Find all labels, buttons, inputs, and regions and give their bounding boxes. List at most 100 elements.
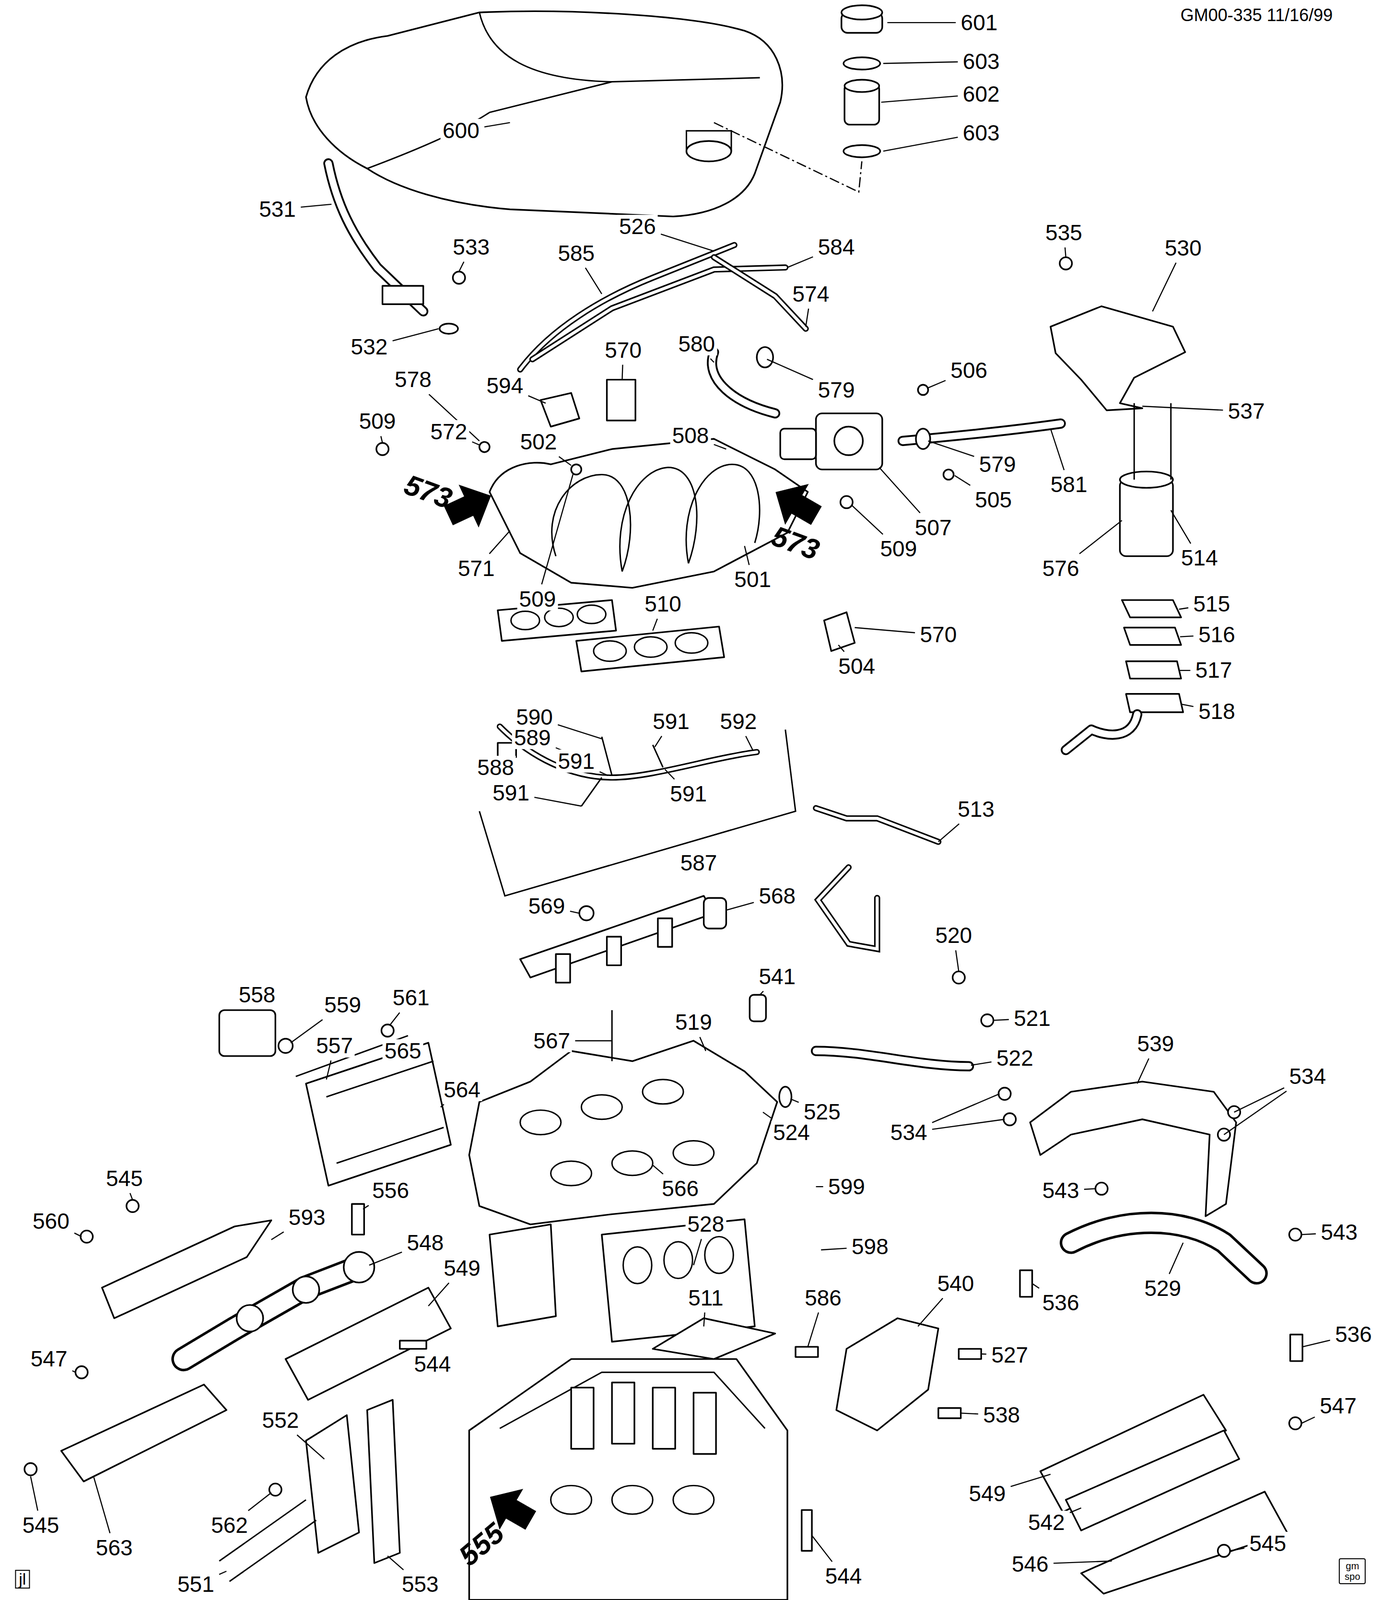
leader-line <box>1301 1416 1315 1423</box>
callout-number: 566 <box>659 1176 701 1200</box>
leader-line <box>1301 1233 1316 1235</box>
leader-line <box>928 380 946 388</box>
exhaust-manifold-left-part <box>102 1219 272 1318</box>
label-anchor: 581 <box>1048 472 1090 496</box>
callout-number: 602 <box>960 82 1002 106</box>
callout-number: 526 <box>617 214 658 238</box>
label-anchor: 603 <box>960 49 1002 73</box>
callout-number: 534 <box>1287 1064 1328 1088</box>
label-anchor: 540 <box>935 1271 977 1295</box>
leader-line <box>621 364 623 380</box>
leader-line <box>713 444 727 450</box>
dipstick-tube <box>328 163 466 334</box>
callout-number: 579 <box>816 377 857 401</box>
leader-line <box>93 1476 111 1533</box>
gasket-set-part <box>704 1236 734 1274</box>
callout-number: 541 <box>756 964 798 988</box>
leader-line <box>1032 1283 1040 1288</box>
callout-number: 508 <box>670 423 712 447</box>
callout-number: 561 <box>390 985 432 1009</box>
callout-number: 517 <box>1193 658 1235 682</box>
fuel-lines-part <box>952 971 966 984</box>
engine-cover-part <box>479 12 761 82</box>
label-anchor: 593 <box>286 1205 328 1229</box>
callout-number: 590 <box>514 705 555 729</box>
egr-valve <box>1065 403 1184 750</box>
exhaust-manifold-left-part <box>24 1462 37 1476</box>
manifold-gasket-part <box>511 610 540 630</box>
callout-number: 501 <box>732 567 773 591</box>
label-anchor: 509 <box>517 586 559 610</box>
label-anchor: 543 <box>1040 1178 1082 1202</box>
coolant-outlet-part <box>816 1050 970 1066</box>
upper-intake-manifold-part <box>540 392 580 427</box>
label-anchor: 561 <box>390 985 432 1009</box>
callout-number: 552 <box>260 1408 302 1432</box>
oil-fill-cap-part <box>843 144 881 158</box>
label-anchor: 530 <box>1162 236 1204 260</box>
throttle-body-part <box>816 413 883 470</box>
leader-line <box>955 949 959 972</box>
upper-intake-manifold-part <box>376 443 389 456</box>
leader-line <box>248 1492 272 1511</box>
label-anchor: 548 <box>405 1230 446 1254</box>
callout-number: 551 <box>175 1572 217 1596</box>
label-anchor: 549 <box>967 1481 1008 1505</box>
coolant-outlet-part <box>779 1086 792 1108</box>
callout-number: 559 <box>322 993 363 1017</box>
label-anchor: 586 <box>802 1285 844 1309</box>
leader-line <box>1079 520 1123 554</box>
fuel-rail-part <box>555 953 571 983</box>
egr-valve-part <box>1065 713 1138 750</box>
label-anchor: 549 <box>441 1256 483 1280</box>
intake-plenum-part <box>219 1009 276 1056</box>
leader-line <box>993 1019 1009 1021</box>
intake-plenum-part <box>381 1024 395 1037</box>
engine-cover-part <box>367 81 612 169</box>
leader-line <box>960 1412 979 1414</box>
egr-valve-part <box>1122 599 1182 618</box>
label-anchor: 534 <box>888 1120 930 1144</box>
dipstick-tube-part <box>328 163 424 312</box>
leader-line <box>1050 428 1065 470</box>
callout-number: 563 <box>93 1535 135 1559</box>
callout-number: 537 <box>1226 399 1267 423</box>
callout-number: 584 <box>816 235 857 259</box>
callout-number: 568 <box>756 883 798 907</box>
throttle-body-part <box>780 428 816 460</box>
locator-tag: 573 <box>398 468 458 515</box>
leader-line <box>30 1475 38 1511</box>
callout-number: 598 <box>849 1234 891 1258</box>
label-anchor: 571 <box>456 556 497 580</box>
callout-number: 557 <box>314 1033 355 1057</box>
upper-intake-manifold-part <box>607 379 636 421</box>
engine-block-part <box>611 1382 635 1444</box>
engine-brackets-part <box>305 1415 360 1553</box>
fuel-rail-part <box>579 905 594 921</box>
egr-valve-part <box>1133 403 1136 480</box>
callout-number: 592 <box>718 709 760 733</box>
air-hoses-part <box>756 347 773 368</box>
upper-intake-manifold-part <box>840 495 854 509</box>
leader-line <box>1053 1560 1112 1564</box>
callout-number: 530 <box>1162 236 1204 260</box>
callout-number: 511 <box>686 1285 726 1309</box>
label-anchor: 545 <box>1247 1531 1289 1555</box>
label-anchor: 565 <box>382 1039 424 1063</box>
label-anchor: 559 <box>322 993 363 1017</box>
leader-line <box>300 204 332 208</box>
callout-number: 538 <box>981 1403 1022 1427</box>
leader-line <box>387 1555 404 1570</box>
leader-line <box>1223 1090 1287 1135</box>
leader-line <box>440 1104 445 1108</box>
label-anchor: 520 <box>933 923 974 947</box>
throttle-body-bracket <box>1050 257 1186 410</box>
locator-tag: 573 <box>766 519 826 566</box>
leader-line <box>760 990 764 995</box>
label-anchor: 551 <box>175 1572 217 1596</box>
label-anchor: 558 <box>236 983 278 1007</box>
label-anchor: 510 <box>642 592 684 616</box>
label-anchor: 568 <box>756 883 798 907</box>
crossover-pipe-part <box>1070 1222 1257 1274</box>
egr-valve-part <box>1065 713 1138 750</box>
